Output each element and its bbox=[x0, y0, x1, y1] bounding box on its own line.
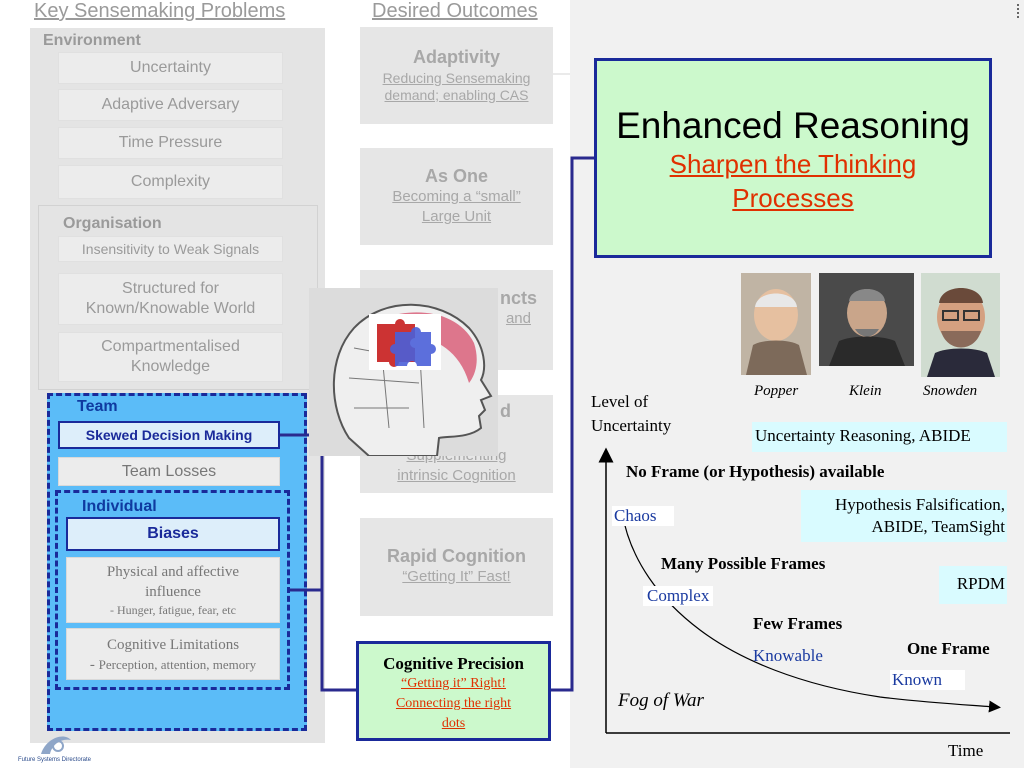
ylabel-line2: Uncertainty bbox=[591, 416, 672, 435]
skewed-decision-box: Skewed Decision Making bbox=[58, 421, 280, 449]
as-one-line1[interactable]: Becoming a “small” bbox=[392, 188, 521, 205]
as-one-title: As One bbox=[424, 166, 489, 186]
complex-label: Complex bbox=[643, 586, 714, 606]
connector-precision-to-enhanced bbox=[551, 156, 594, 692]
hyp-line2: ABIDE, TeamSight bbox=[871, 517, 1005, 536]
knowable-label: Knowable bbox=[753, 646, 823, 665]
supplemented-line2[interactable]: intrinsic Cognition bbox=[397, 467, 516, 484]
org-weak-signals-text: Insensitivity to Weak Signals bbox=[81, 241, 260, 257]
popper-name: Popper bbox=[754, 383, 799, 399]
instincts-line1[interactable]: and bbox=[505, 310, 531, 327]
few-frames-label: Few Frames bbox=[753, 614, 843, 633]
uncertainty-reasoning-label: Uncertainty Reasoning, ABIDE bbox=[752, 422, 1007, 452]
rapid-title: Rapid Cognition bbox=[387, 546, 526, 566]
xlabel: Time bbox=[948, 741, 984, 760]
org-item-compartmentalised: Compartmentalised Knowledge bbox=[58, 332, 283, 382]
enhanced-title: Enhanced Reasoning bbox=[616, 105, 970, 146]
org-structured-line1: Structured for bbox=[122, 280, 219, 297]
ylabel-line1: Level of bbox=[591, 392, 649, 411]
snowden-face bbox=[921, 273, 1000, 377]
org-item-weak-signals: Insensitivity to Weak Signals bbox=[58, 236, 283, 262]
env-item-time-pressure: Time Pressure bbox=[58, 127, 283, 159]
rpdm-label: RPDM bbox=[939, 566, 1007, 604]
puzzle-icon bbox=[369, 314, 441, 370]
cognitive-limitations-box: Cognitive Limitations - Perception, atte… bbox=[66, 628, 280, 680]
env-item-complexity: Complexity bbox=[58, 165, 283, 199]
physical-line2: influence bbox=[145, 584, 201, 600]
precision-title: Cognitive Precision bbox=[383, 654, 524, 673]
snowden-portrait bbox=[921, 273, 1000, 377]
outcome-precision: Cognitive Precision “Getting it” Right! … bbox=[356, 641, 551, 741]
chaos-label: Chaos bbox=[612, 506, 674, 526]
klein-name: Klein bbox=[849, 383, 882, 399]
snowden-name: Snowden bbox=[923, 383, 978, 399]
cognitive-title: Cognitive Limitations bbox=[106, 637, 240, 653]
enhanced-sub2[interactable]: Processes bbox=[732, 183, 854, 213]
known-label: Known bbox=[890, 670, 965, 690]
enhanced-reasoning-box: Enhanced Reasoning Sharpen the Thinking … bbox=[594, 58, 992, 258]
physical-influence-box: Physical and affective influence - Hunge… bbox=[66, 557, 280, 623]
rapid-line1[interactable]: “Getting It” Fast! bbox=[402, 568, 511, 585]
environment-label: Environment bbox=[43, 32, 141, 49]
instincts-title: ncts bbox=[499, 288, 537, 308]
klein-face bbox=[819, 273, 914, 366]
directorate-logo: Future Systems Directorate bbox=[18, 728, 98, 768]
logo-icon bbox=[41, 736, 71, 754]
precision-line3[interactable]: dots bbox=[441, 716, 466, 731]
fog-of-war-label: Fog of War bbox=[618, 690, 704, 711]
enhanced-sub1[interactable]: Sharpen the Thinking bbox=[669, 149, 917, 179]
precision-line2[interactable]: Connecting the right bbox=[395, 696, 512, 711]
outcome-adaptivity: Adaptivity Reducing Sensemaking demand; … bbox=[360, 27, 553, 124]
many-frames-label: Many Possible Frames bbox=[661, 554, 826, 573]
popper-face bbox=[741, 273, 811, 375]
puzzle-pieces bbox=[377, 319, 436, 367]
as-one-line2[interactable]: Large Unit bbox=[421, 208, 492, 225]
env-item-adaptive-adversary: Adaptive Adversary bbox=[58, 89, 283, 121]
individual-label: Individual bbox=[82, 498, 157, 515]
phrenology-head-image bbox=[309, 288, 498, 456]
adaptivity-title: Adaptivity bbox=[412, 47, 500, 67]
hyp-line1: Hypothesis Falsification, bbox=[835, 495, 1005, 514]
adaptivity-line1[interactable]: Reducing Sensemaking bbox=[382, 70, 531, 86]
cognitive-sub-row: - Perception, attention, memory bbox=[67, 655, 279, 675]
org-structured-line2: Known/Knowable World bbox=[85, 300, 256, 317]
cognitive-sub: Perception, attention, memory bbox=[98, 657, 257, 672]
popper-portrait bbox=[741, 273, 811, 375]
klein-portrait bbox=[819, 273, 914, 366]
physical-line1: Physical and affective bbox=[106, 564, 240, 580]
individual-block bbox=[55, 490, 290, 690]
cognitive-sub-dash: - bbox=[89, 657, 99, 673]
logo-caption: Future Systems Directorate bbox=[18, 757, 92, 763]
one-frame-label: One Frame bbox=[907, 639, 990, 658]
edge-marker bbox=[1017, 4, 1022, 18]
problems-header[interactable]: Key Sensemaking Problems bbox=[34, 0, 286, 22]
org-item-structured: Structured for Known/Knowable World bbox=[58, 273, 283, 325]
env-item-uncertainty: Uncertainty bbox=[58, 52, 283, 84]
biases-box: Biases bbox=[66, 517, 280, 551]
org-compart-line1: Compartmentalised bbox=[101, 338, 240, 355]
team-losses-box: Team Losses bbox=[58, 457, 280, 486]
connector-team-to-precision bbox=[280, 433, 356, 692]
org-compart-line2: Knowledge bbox=[130, 358, 211, 375]
physical-sub: - Hunger, fatigue, fear, etc bbox=[110, 603, 236, 617]
no-frame-label: No Frame (or Hypothesis) available bbox=[626, 462, 885, 481]
outcomes-header[interactable]: Desired Outcomes bbox=[372, 0, 538, 22]
adaptivity-line2[interactable]: demand; enabling CAS bbox=[384, 87, 529, 103]
outcome-as-one: As One Becoming a “small” Large Unit bbox=[360, 148, 553, 245]
uncertainty-curve bbox=[621, 511, 1001, 713]
precision-line1[interactable]: “Getting it” Right! bbox=[401, 676, 506, 691]
organisation-label: Organisation bbox=[63, 215, 162, 232]
team-label: Team bbox=[77, 398, 118, 415]
outcome-rapid: Rapid Cognition “Getting It” Fast! bbox=[360, 518, 553, 616]
supplemented-title: d bbox=[500, 401, 511, 421]
hypothesis-falsification-label: Hypothesis Falsification, ABIDE, TeamSig… bbox=[801, 490, 1007, 542]
